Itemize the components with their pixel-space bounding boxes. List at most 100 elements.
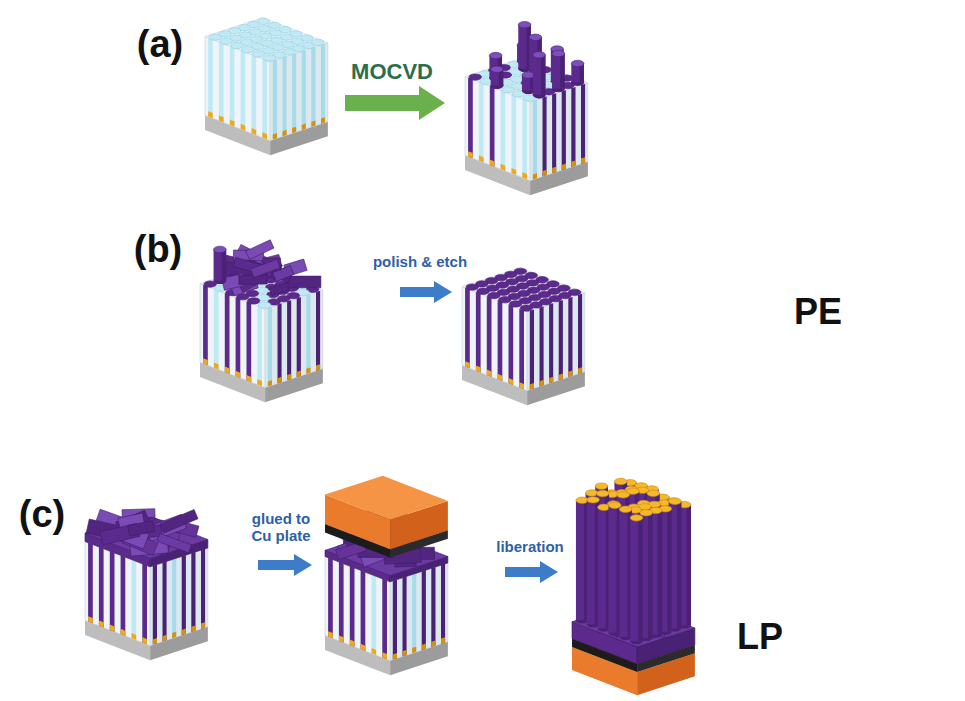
nanowire-shade (648, 513, 652, 638)
gold-catalyst (191, 625, 195, 632)
gold-catalyst (201, 622, 205, 629)
pore-opening (263, 55, 276, 61)
gold-catalyst (142, 637, 147, 644)
template-front (205, 37, 270, 141)
gold-catalyst (88, 616, 93, 623)
gold-catalyst (422, 644, 426, 651)
panel-label: (b) (134, 228, 183, 272)
pore-channel (110, 551, 115, 632)
gold-catalyst (568, 370, 572, 377)
process-label: liberation (496, 538, 564, 555)
gold-catalyst (350, 640, 355, 647)
pore-channel (287, 300, 291, 380)
nanowire (608, 505, 621, 632)
process-arrow (505, 561, 558, 583)
pore-channel (201, 549, 205, 629)
pore-channel (292, 53, 296, 133)
template-side (265, 290, 323, 388)
pore-channel (372, 575, 377, 656)
nanowire-tip (518, 21, 531, 27)
nanowire (552, 53, 565, 88)
gold-catalyst (262, 132, 267, 139)
nanowire-tip (533, 52, 546, 58)
pore-channel (163, 561, 167, 641)
gold-catalyst (468, 151, 473, 158)
pore-channel (361, 570, 366, 651)
nanowire-tip (617, 492, 630, 498)
nanowire (619, 509, 632, 637)
pore-channel (268, 307, 272, 387)
pore-opening (231, 42, 244, 48)
pore-opening (220, 38, 233, 44)
pore-channel (225, 293, 230, 374)
process-arrow (400, 281, 452, 303)
pore-channel (552, 93, 556, 173)
pore-channel (393, 580, 397, 660)
pore-channel (441, 564, 445, 644)
pore-channel (247, 302, 252, 383)
pore-channel (191, 552, 195, 632)
gold-catalyst (533, 173, 537, 180)
nanowire (533, 55, 546, 95)
pore-channel (571, 87, 575, 167)
gold-catalyst (476, 365, 481, 372)
pore-channel (422, 570, 426, 650)
gold-catalyst (328, 631, 333, 638)
pore-channel (316, 291, 320, 371)
gold-catalyst (287, 374, 291, 381)
pore-channel (465, 288, 470, 369)
process-label: polish & etch (373, 253, 467, 270)
pore-opening (477, 288, 490, 294)
pore-channel (581, 84, 585, 164)
nanowire-shade (658, 510, 662, 634)
overgrowth-crystal (270, 283, 290, 295)
pore-opening (252, 51, 265, 57)
gold-catalyst (441, 637, 445, 644)
nanowire-tip (619, 506, 632, 512)
pore-channel (519, 309, 524, 390)
pore-channel (403, 576, 407, 656)
nanowire-tip (571, 60, 584, 66)
gold-catalyst (372, 648, 377, 655)
nanowire-shade (667, 509, 671, 632)
pore-opening (509, 301, 522, 307)
pore-channel (306, 294, 310, 374)
gold-catalyst (509, 378, 514, 385)
pore-channel (153, 565, 157, 645)
nanowire-tip (647, 490, 660, 496)
gold-catalyst (153, 638, 157, 645)
pore-channel (99, 547, 104, 628)
overgrowth-crystal (160, 510, 198, 534)
gold-catalyst (522, 172, 527, 179)
pore-channel (530, 310, 534, 390)
template-block (200, 240, 323, 402)
gold-catalyst (278, 377, 282, 384)
pore-channel (578, 294, 582, 374)
pore-opening (501, 86, 514, 92)
gold-catalyst (230, 120, 235, 127)
template-block (205, 18, 328, 156)
nanowire-shade (222, 249, 226, 280)
pore-channel (533, 100, 537, 180)
template-front (465, 77, 530, 181)
pore-opening (241, 46, 254, 52)
gold-catalyst (225, 367, 230, 374)
nanowire (518, 25, 531, 69)
pore-channel (490, 86, 495, 167)
gold-catalyst (311, 120, 315, 127)
gold-catalyst (562, 164, 566, 171)
pore-channel (311, 47, 315, 127)
pore-channel (562, 90, 566, 170)
gold-catalyst (571, 160, 575, 167)
gold-catalyst (99, 620, 104, 627)
template-block (325, 476, 448, 676)
gold-catalyst (403, 650, 407, 657)
gold-catalyst (530, 383, 534, 390)
gold-catalyst (552, 167, 556, 174)
method-label: LP (737, 616, 783, 657)
gold-catalyst (208, 111, 213, 118)
gold-catalyst (321, 117, 325, 124)
gold-catalyst (292, 127, 296, 134)
gold-catalyst (273, 133, 277, 140)
gold-catalyst (252, 128, 257, 135)
